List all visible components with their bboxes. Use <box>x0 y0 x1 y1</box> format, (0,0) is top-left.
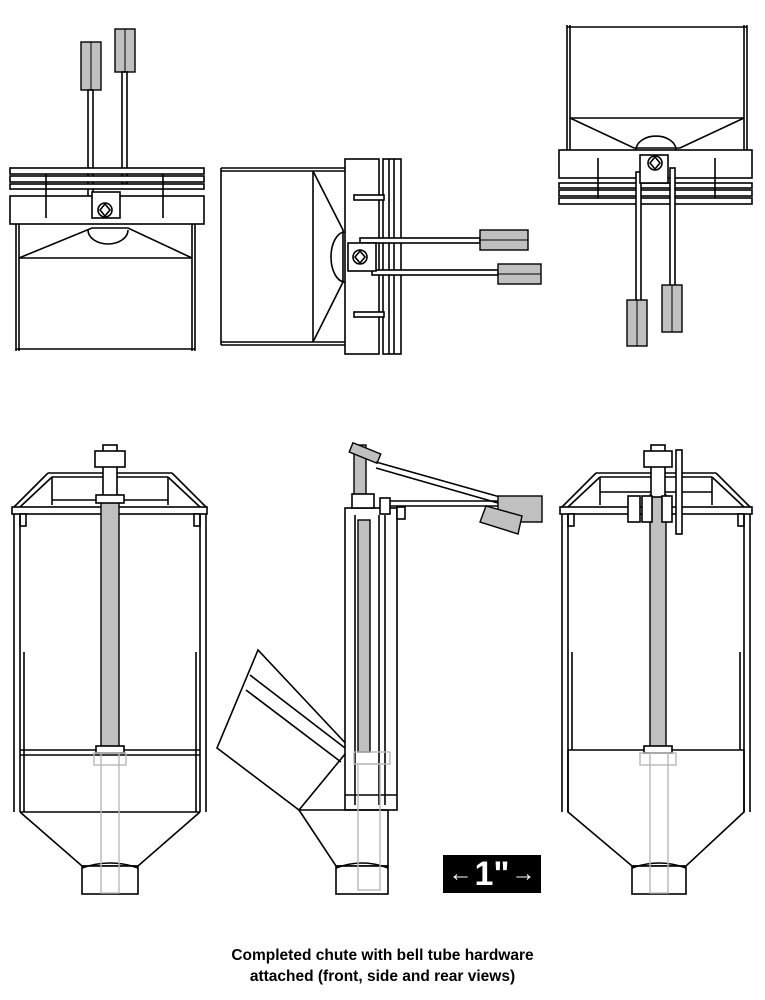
top-rear-view <box>558 25 753 347</box>
bottom-side-view <box>216 441 543 895</box>
left-arrow-icon: ← <box>448 860 473 887</box>
top-side-view <box>220 158 542 355</box>
caption-line-2: attached (front, side and rear views) <box>249 968 516 985</box>
scale-label: 1" <box>474 855 510 893</box>
right-arrow-icon: → <box>511 860 536 887</box>
top-front-view <box>9 28 205 351</box>
caption-line-1: Completed chute with bell tube hardware <box>231 947 534 964</box>
bottom-front-view <box>11 444 208 895</box>
scale-bar: ← 1" → <box>443 855 541 893</box>
bottom-rear-view <box>559 444 753 895</box>
